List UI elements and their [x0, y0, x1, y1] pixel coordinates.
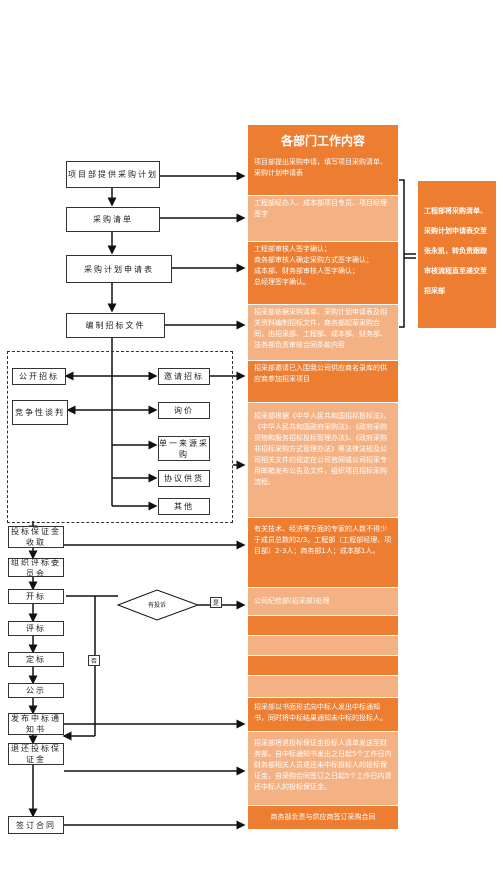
tender-method-group: [7, 351, 233, 523]
content-row-blank-4: [248, 676, 398, 698]
single-source-box: 单一来源采购: [158, 436, 210, 461]
no-label: 否: [88, 655, 101, 666]
bid-opening-box: 开标: [8, 589, 64, 604]
content-header: 各部门工作内容: [248, 125, 398, 155]
content-row-blank-1: [248, 616, 398, 636]
content-row-10: 招采部将退投标保证金投标人清单发送至财务部，自中标通知书发出之日起5个工作日内财…: [248, 732, 398, 806]
side-note: 工程部将采购清单、采购计划申请表交至张永凯，转负责跟踪审核流程直至递交至招采部: [418, 181, 496, 328]
other-box: 其他: [158, 498, 210, 515]
content-row-2: 工程部经办人、成本部项目专员、项目经理签字: [248, 196, 398, 242]
inquiry-box: 询价: [158, 402, 210, 419]
contract-box: 签订合同: [8, 816, 64, 834]
content-row-5: 招采部邀请已入围我公司供应商名录库的供应商参加招采项目: [248, 361, 398, 403]
notice-box: 发布中标通知书: [8, 713, 64, 735]
content-row-9: 招采部以书面形式向中标人发出中标通知书，同时将中标结果通知未中标的投标人。: [248, 698, 398, 732]
bid-decision-box: 定标: [8, 652, 64, 667]
content-row-3: 工程部审核人签字确认； 商务部审核人确定采购方式签字确认； 成本部、财务部审核人…: [248, 242, 398, 305]
content-row-7: 有关技术、经济等方面的专家的人数不得少于成员总数的2/3。工程部（工程部经理、项…: [248, 518, 398, 588]
prepare-docs-box: 编制招标文件: [66, 313, 165, 338]
content-row-1: 项目部提出采购申请，填写项目采购清单、采购计划申请表: [248, 155, 398, 196]
purchase-plan-form-box: 采购计划申请表: [66, 255, 172, 283]
publicity-box: 公示: [8, 683, 64, 698]
content-row-4: 招采部依据采购清单、采购计划申请表及相关资料编制招标文件，商务部起草采购合同，由…: [248, 305, 398, 361]
content-row-8: 公司纪检部(招采部)处理: [248, 588, 398, 616]
agreement-supply-box: 协议供货: [158, 470, 210, 487]
committee-box: 组织评标委员会: [8, 558, 64, 578]
refund-deposit-box: 退还投标保证金: [8, 743, 64, 765]
yes-label: 是: [210, 597, 223, 608]
content-row-blank-2: [248, 636, 398, 656]
competitive-negotiation-box: 竞争性谈判: [12, 400, 68, 425]
purchase-list-box: 采购清单: [66, 207, 160, 232]
content-row-6: 招采部根据《中华人民共和国招标投标法》、《中华人民共和国政府采购法》、《政府采购…: [248, 403, 398, 518]
project-request-box: 项目部提供采购计划: [66, 161, 160, 188]
content-row-blank-3: [248, 656, 398, 676]
content-row-11: 商务部负责与供应商签订采购合同: [248, 806, 398, 830]
bid-deposit-box: 投标保证金收取: [8, 526, 64, 548]
objection-decision: 有投诉: [147, 602, 166, 609]
open-tender-box: 公开招标: [12, 368, 66, 385]
invited-tender-box: 邀请招标: [158, 368, 210, 385]
bid-evaluation-box: 评标: [8, 621, 64, 636]
